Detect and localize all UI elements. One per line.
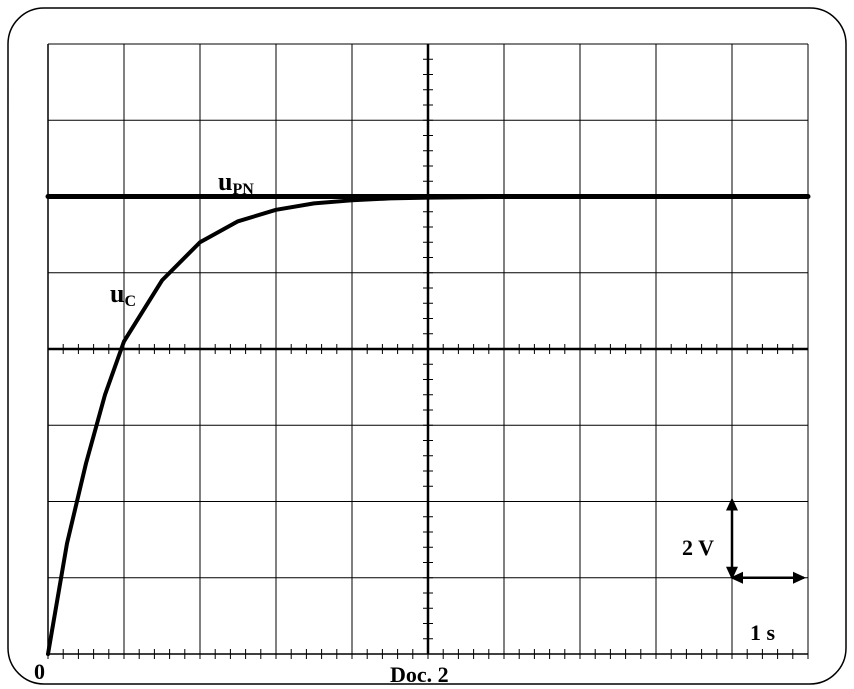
scale-horizontal-label: 1 s [750, 620, 776, 645]
series-label-u-c: uC [110, 279, 136, 310]
series-line-u-c [46, 194, 810, 656]
series-label-u-pn: uPN [218, 167, 254, 198]
scale-arrowhead-right [793, 571, 806, 584]
document-caption: Doc. 2 [390, 662, 449, 687]
scale-indicator [726, 497, 806, 584]
series-label-subscript: C [124, 293, 136, 310]
scale-arrowhead-down [726, 566, 738, 580]
series-label-subscript: PN [232, 181, 254, 198]
series-label-symbol: u [110, 279, 124, 308]
origin-label: 0 [34, 659, 45, 684]
axis-ticks [47, 43, 809, 659]
scale-arrowhead-left [730, 571, 743, 584]
scale-vertical-label: 2 V [682, 535, 714, 560]
labels: 0 Doc. 2 2 V 1 s [34, 535, 776, 687]
scale-arrowhead-up [726, 497, 738, 511]
series-label-symbol: u [218, 167, 232, 196]
